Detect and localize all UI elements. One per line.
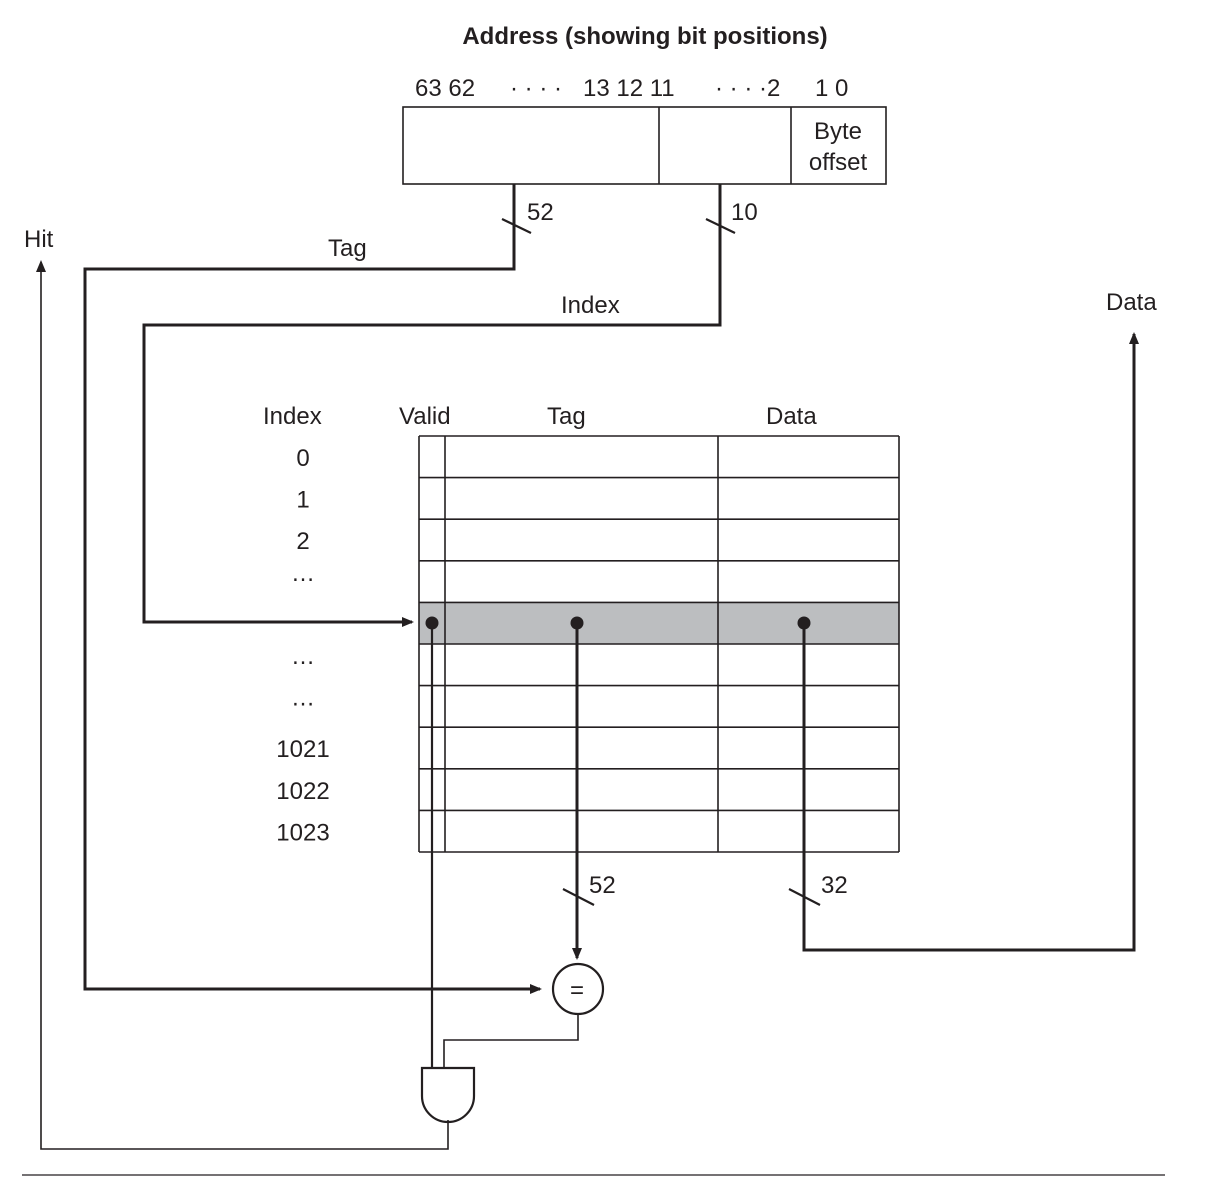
row-index-label: 1022 [276,778,329,805]
tag-bus-wire [83,184,542,994]
data-read-width: 32 [821,872,848,899]
index-bus-width: 10 [731,199,758,226]
index-bus-slash [705,218,736,234]
hit-wire [36,260,449,1150]
tag-bus-slash [501,218,532,234]
row-index-label: 2 [296,528,309,555]
hit-label: Hit [24,226,54,253]
row-index-label: 1023 [276,819,329,846]
address-register [402,106,887,185]
data-read-wire [802,332,1139,952]
bit-label-high: 63 62 [415,75,475,102]
row-index-label: 1 [296,487,309,514]
tag-bus-width: 52 [527,199,554,226]
table-header-index: Index [263,403,322,430]
selected-row [419,602,899,644]
bit-label-low: 1 0 [815,75,848,102]
bit-label-dots1: · · · · [510,75,562,102]
index-bus-wire [142,184,722,627]
row-index-label: 0 [296,445,309,472]
data-out-label: Data [1106,289,1157,316]
bit-label-mid: 13 12 11 [583,75,675,102]
table-header-valid: Valid [399,403,451,430]
bit-label-dots2: · · · ·2 [715,75,780,102]
table-header-tag: Tag [547,403,586,430]
tag-read-width: 52 [589,872,616,899]
row-index-label: … [291,560,315,587]
row-index-label: … [291,643,315,670]
and-gate [420,1066,476,1124]
row-labels: 0 1 2 … … … 1021 1022 1023 [276,445,329,846]
cache-table [418,435,900,853]
index-signal-label: Index [561,292,620,319]
data-read-slash [788,888,821,906]
byte-offset-label-1: Byte [814,118,862,145]
comparator-symbol: = [570,977,584,1004]
row-index-label: … [291,685,315,712]
row-index-label: 1021 [276,736,329,763]
byte-offset-label-2: offset [809,149,868,176]
compare-output-wire [443,1014,579,1068]
table-header-data: Data [766,403,817,430]
diagram-title: Address (showing bit positions) [462,23,827,50]
tag-read-slash [562,888,595,906]
tag-signal-label: Tag [328,235,367,262]
